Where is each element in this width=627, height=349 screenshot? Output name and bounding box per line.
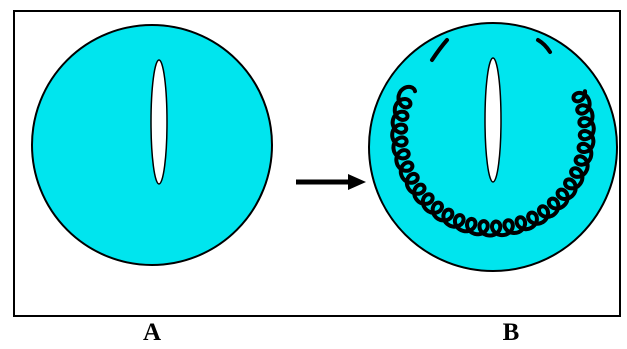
slit-b	[484, 57, 502, 183]
right-arrow-icon	[296, 174, 366, 190]
filament-end	[430, 38, 449, 62]
filament-end	[536, 38, 552, 54]
panel-a	[31, 24, 273, 266]
panel-b	[368, 22, 618, 272]
label-b: B	[502, 319, 520, 346]
slit-a	[150, 59, 168, 185]
label-a: A	[142, 319, 162, 346]
coiled-filament-icon	[390, 84, 596, 238]
